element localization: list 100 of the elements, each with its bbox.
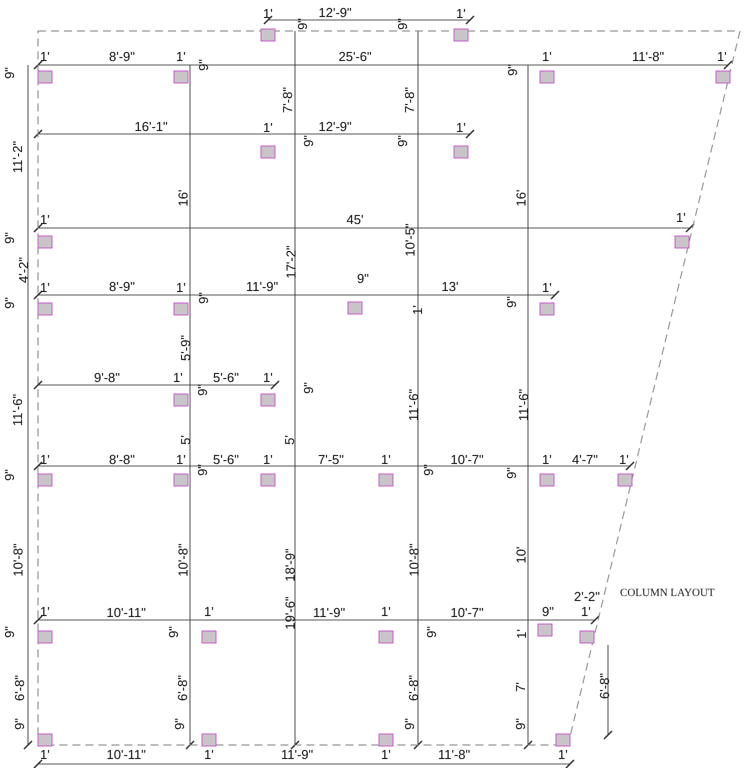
dimension-label: 9" [542,605,554,619]
dimension-label: 17'-2" [284,245,298,279]
dimension-label: 9" [2,232,17,244]
dimension-label: 1' [717,50,727,64]
dimension-label: 5' [282,435,297,445]
dimension-label: 7'-5" [318,453,344,467]
dimension-label: 1' [173,371,183,385]
dimension-label: 1' [381,605,391,619]
dimension-label: 13' [442,280,458,294]
dimension-label: 5'-6" [213,453,239,467]
dimension-label: 9" [2,67,17,79]
dimension-label: 8'-9" [109,50,135,64]
dimension-label: 9" [166,626,181,638]
dimension-label: 25'-6" [338,50,372,64]
dimension-label: 10'-11" [106,606,146,620]
dimension-label: 10'-8" [11,543,26,577]
dimension-label: 1' [581,605,591,619]
dimension-label: 11'-9" [313,606,346,620]
dimension-label: 1' [456,121,466,135]
dimension-label: 9" [504,296,519,308]
dimension-label: 10'-5" [403,223,418,257]
dimension-label: 19'-6" [283,596,298,630]
dimension-label: 9" [302,382,316,394]
dimension-label: 9" [402,718,417,730]
dimension-label: 11'-6" [11,394,26,426]
dimension-label: 1' [263,121,273,135]
dimension-label: 9" [504,467,519,479]
dimension-label: 9" [396,135,410,147]
dimension-label: 9" [2,297,17,309]
dimension-label: 1' [619,453,629,467]
dimension-label: 18'-9" [283,548,298,582]
dimension-label: 1' [204,605,214,619]
dimension-label: 9" [196,384,210,396]
dimension-label: 12'-9" [318,6,352,20]
dimension-label: 12'-9" [318,120,352,134]
dimension-label: 7'-8" [280,87,295,113]
dimension-label: 9" [196,59,211,71]
dimension-label: 1' [40,453,50,467]
dimension-label: 6'-8" [176,675,190,701]
dimension-label: 1' [381,748,391,762]
dimension-label: 9" [302,135,316,147]
dimension-label: 1' [263,453,273,467]
dimension-label: 1' [40,50,50,64]
dimension-label: 11'-8" [438,748,470,762]
drawing-title: COLUMN LAYOUT [620,587,715,599]
dimension-label: 6'-8" [406,675,421,701]
dimension-label: 10'-8" [176,543,190,577]
dimension-label: 1' [176,50,186,64]
dimension-label: 1' [558,748,568,762]
dimension-label: 1' [176,453,186,467]
dimension-label: 1' [456,7,466,21]
dimension-label: 1' [514,629,529,639]
dimension-label: 45' [346,213,364,227]
dimension-label: 1' [40,213,50,227]
dimension-label: 1' [676,211,686,225]
dimension-label: 9" [424,626,439,638]
dimension-label: 5'-6" [213,371,239,385]
dimension-label: 9" [196,464,210,476]
dimension-label: 11'-6" [407,388,422,422]
dimension-label: 1' [204,748,214,762]
dimension-label: 1' [40,281,50,295]
dimension-label: 16' [176,190,190,206]
dimension-label: 4'-2" [16,257,31,283]
dimension-label: 10'-8" [407,543,422,577]
dimension-label: 11'-6" [517,388,532,422]
dimension-label: 9" [172,718,187,730]
dimension-label: 9" [2,469,17,481]
dimension-label: 8'-9" [109,280,135,294]
dimension-label: 9" [196,292,211,304]
dimension-label: 9" [357,272,369,286]
dimension-label: 10'-11" [106,748,146,762]
dimension-label: 9" [2,626,17,638]
dimension-label: 9" [296,18,310,30]
dimension-label: 6'-8" [12,675,27,701]
dimension-label: 11'-8" [632,50,664,64]
dimension-label: 2'-2" [574,590,600,604]
dimension-label: 7' [514,682,528,692]
dimension-label: 1' [542,50,552,64]
dimension-label: 5' [178,435,193,445]
dimension-label: 8'-8" [109,453,135,467]
dimension-label: 9" [514,718,528,730]
dimension-label: 1' [410,305,425,315]
dimension-label: 9" [396,18,410,30]
dimension-label: 9" [12,718,27,730]
dimension-label: 5'-9" [178,335,193,361]
dimension-label: 1' [381,453,391,467]
dimension-label: 9'-8" [94,371,120,385]
dimension-label: 11'-9" [246,280,278,294]
dimension-label: 6'-8" [598,673,612,699]
dimension-label: 1' [263,7,273,21]
dimension-label: 1' [40,748,50,762]
dimension-label: 10'-7" [450,606,484,620]
dimension-label: 1' [176,281,186,295]
dimension-label: 9" [422,464,436,476]
dimension-label: 1' [40,605,50,619]
dimension-label: 4'-7" [572,453,598,467]
dimension-label: 16'-1" [134,120,168,134]
dimension-label: 10' [514,546,528,564]
dimension-label: 1' [263,371,273,385]
dimension-label: 11'-2" [11,140,26,174]
